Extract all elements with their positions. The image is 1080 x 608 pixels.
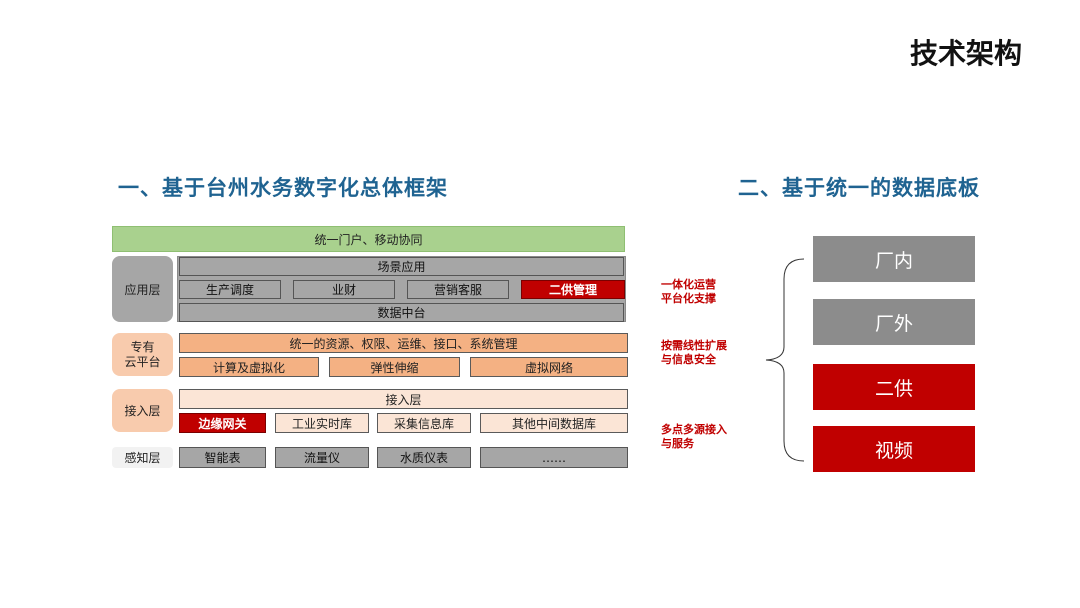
- note-multi-source-access: 多点多源接入 与服务: [661, 423, 727, 450]
- data-item-secondary-supply: 二供: [813, 364, 975, 410]
- module-flow-meter: 流量仪: [275, 447, 369, 468]
- data-center-bar: 数据中台: [179, 303, 624, 322]
- access-layer-header: 接入层: [179, 389, 628, 409]
- module-secondary-supply: 二供管理: [521, 280, 625, 299]
- module-water-quality-meter: 水质仪表: [377, 447, 471, 468]
- module-ellipsis: ……: [480, 447, 628, 468]
- module-virtual-network: 虚拟网络: [470, 357, 628, 377]
- access-layer-label: 接入层: [112, 389, 173, 432]
- sense-layer-label: 感知层: [112, 447, 173, 468]
- note-linear-scaling: 按需线性扩展 与信息安全: [661, 339, 727, 366]
- app-layer-label: 应用层: [112, 256, 173, 322]
- data-item-video: 视频: [813, 426, 975, 472]
- scene-app-bar: 场景应用: [179, 257, 624, 276]
- module-finance: 业财: [293, 280, 395, 299]
- note-integrated-ops: 一体化运营 平台化支撑: [661, 278, 716, 305]
- left-section-heading: 一、基于台州水务数字化总体框架: [118, 176, 448, 200]
- module-smart-meter: 智能表: [179, 447, 266, 468]
- module-collection-info-db: 采集信息库: [377, 413, 471, 433]
- page-title: 技术架构: [909, 37, 1022, 70]
- brace-connector: [765, 258, 805, 462]
- module-other-middle-db: 其他中间数据库: [480, 413, 628, 433]
- data-item-in-plant: 厂内: [813, 236, 975, 282]
- unified-portal-bar: 统一门户、移动协同: [112, 226, 625, 252]
- unified-management-bar: 统一的资源、权限、运维、接口、系统管理: [179, 333, 628, 353]
- data-item-out-plant: 厂外: [813, 299, 975, 345]
- module-elastic-scaling: 弹性伸缩: [329, 357, 460, 377]
- cloud-layer-label: 专有 云平台: [112, 333, 173, 376]
- module-compute-virtualization: 计算及虚拟化: [179, 357, 319, 377]
- module-marketing-service: 营销客服: [407, 280, 509, 299]
- module-edge-gateway: 边缘网关: [179, 413, 266, 433]
- right-section-heading: 二、基于统一的数据底板: [738, 176, 980, 200]
- module-production-dispatch: 生产调度: [179, 280, 281, 299]
- module-industrial-realtime-db: 工业实时库: [275, 413, 369, 433]
